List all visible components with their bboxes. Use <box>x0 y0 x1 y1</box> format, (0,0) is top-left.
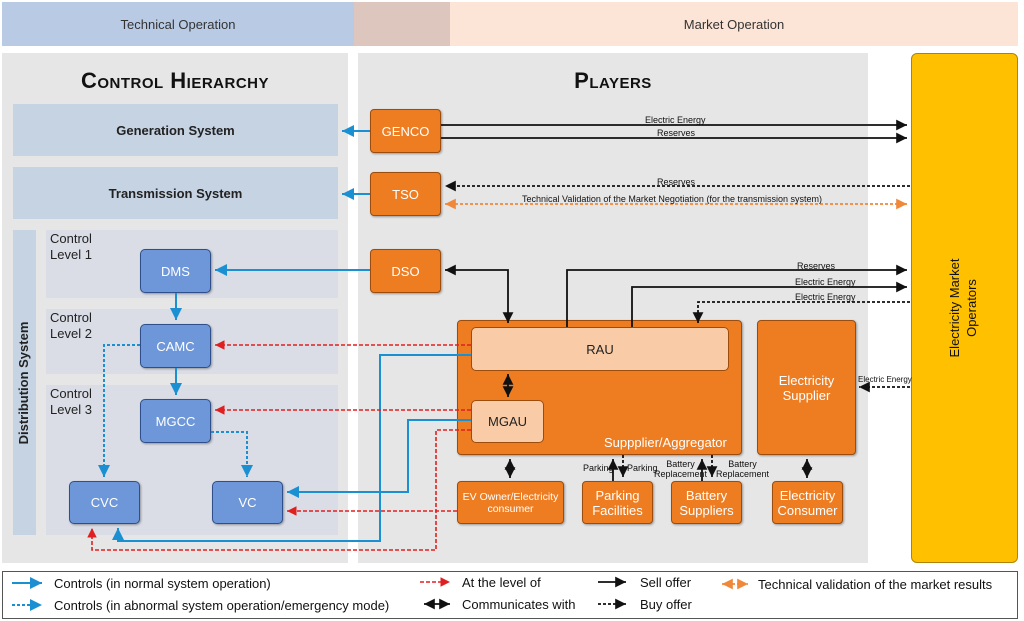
technical-operation-label: Technical Operation <box>120 16 236 32</box>
control-level-3-label: Control Level 3 <box>50 386 92 417</box>
legend-box <box>2 571 1018 619</box>
parking-sell-label: Parking <box>583 463 614 473</box>
transmission-system-box: Transmission System <box>13 167 338 219</box>
vc-node: VC <box>212 481 283 524</box>
tso-validation-label: Technical Validation of the Market Negot… <box>522 194 822 204</box>
dso-node: DSO <box>370 249 441 293</box>
mgau-node: MGAU <box>471 400 544 443</box>
rau-reserves-sell-arrow <box>566 264 907 327</box>
band-overlap <box>354 2 450 46</box>
rau-energy-sell-arrow <box>631 281 907 327</box>
legend-controls-abnormal: Controls (in abnormal system operation/e… <box>54 598 390 613</box>
battery-buy-label: Battery Replacement <box>716 459 770 479</box>
camc-cvc-emergency-arrow <box>98 344 140 477</box>
generation-system-box: Generation System <box>13 104 338 156</box>
cvc-node: CVC <box>69 481 140 524</box>
legend-validation: Technical validation of the market resul… <box>758 577 993 592</box>
legend-sell: Sell offer <box>640 575 692 590</box>
parking-facilities-node: Parking Facilities <box>582 481 653 524</box>
battery-sell-label: Battery Replacement <box>654 459 708 479</box>
parking-buy-label: Parking <box>627 463 658 473</box>
battery-suppliers-node: Battery Suppliers <box>671 481 742 524</box>
genco-node: GENCO <box>370 109 441 153</box>
electricity-market-operators-box <box>911 53 1018 563</box>
supplier-energy-label: Electric Energy <box>858 375 912 384</box>
tso-node: TSO <box>370 172 441 216</box>
mgau-cvc-level-arrow <box>87 429 471 551</box>
camc-node: CAMC <box>140 324 211 368</box>
rau-energy-label: Electric Energy <box>795 277 856 287</box>
generation-system-label: Generation System <box>116 122 235 138</box>
mgcc-vc-emergency-arrow <box>211 431 253 477</box>
supplier-aggregator-label: Suppplier/Aggregator <box>604 435 727 450</box>
mgcc-node: MGCC <box>140 399 211 443</box>
control-level-1-label: Control Level 1 <box>50 231 92 262</box>
legend-level-of: At the level of <box>462 575 541 590</box>
mgau-vc-control-arrow <box>287 419 471 498</box>
tso-reserves-label: Reserves <box>657 177 696 187</box>
ev-owner-node: EV Owner/Electricity consumer <box>457 481 564 524</box>
genco-reserves-label: Reserves <box>657 128 696 138</box>
distribution-system-box <box>13 230 36 535</box>
dso-rau-communication-arrow <box>445 264 514 323</box>
electricity-consumer-node: Electricity Consumer <box>772 481 843 524</box>
dms-node: DMS <box>140 249 211 293</box>
electricity-supplier-node: Electricity Supplier <box>757 320 856 455</box>
rau-energy-buy-label: Electric Energy <box>795 292 856 302</box>
legend-controls-normal: Controls (in normal system operation) <box>54 576 271 591</box>
rau-node: RAU <box>471 327 729 371</box>
control-level-2-label: Control Level 2 <box>50 310 92 341</box>
control-hierarchy-title: Control Hierarchy <box>80 68 270 93</box>
legend-buy: Buy offer <box>640 597 692 612</box>
technical-operation-band: Technical Operation <box>2 2 354 46</box>
transmission-system-label: Transmission System <box>108 185 243 201</box>
players-title: Players <box>574 68 652 93</box>
genco-energy-label: Electric Energy <box>645 115 706 125</box>
market-operation-label: Market Operation <box>683 16 785 32</box>
legend-communicates: Communicates with <box>462 597 576 612</box>
rau-cvc-control-arrow <box>112 354 471 542</box>
rau-reserves-label: Reserves <box>797 261 836 271</box>
rau-energy-buy-arrow <box>692 301 910 323</box>
market-operation-band: Market Operation <box>450 2 1018 46</box>
